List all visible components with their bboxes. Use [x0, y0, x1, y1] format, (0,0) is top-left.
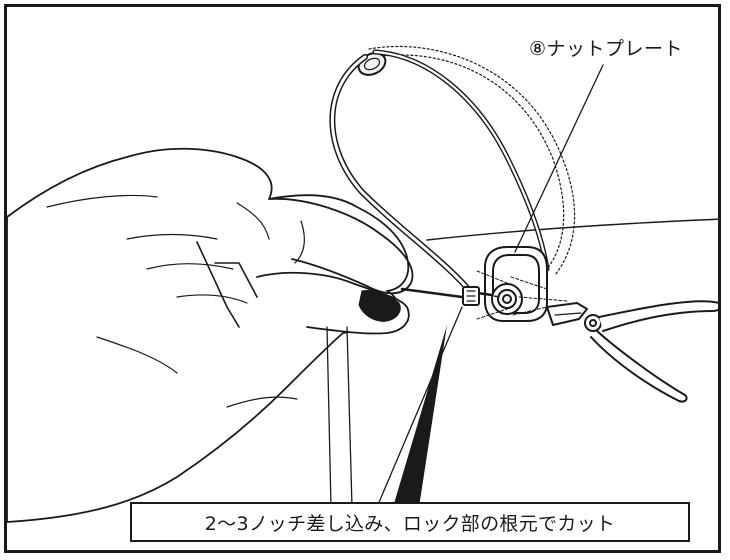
panel-edge-line — [426, 218, 718, 241]
caption-pointer-line — [376, 306, 463, 508]
nut-plate — [484, 246, 548, 322]
part-label-nut-plate: ⑧ナットプレート — [529, 38, 684, 60]
instruction-illustration — [7, 45, 718, 523]
caption-pointer-wedge — [393, 325, 447, 507]
cut-motion-lines — [476, 270, 568, 320]
illustration-frame: ⑧ナットプレート — [4, 4, 721, 553]
caption-box: 2〜3ノッチ差し込み、ロック部の根元でカット — [130, 502, 690, 542]
caption-text: 2〜3ノッチ差し込み、ロック部の根元でカット — [204, 512, 616, 535]
hand — [7, 147, 414, 523]
nippers — [546, 300, 718, 403]
finger-shadow — [358, 290, 401, 322]
part-label-leader — [514, 64, 604, 253]
